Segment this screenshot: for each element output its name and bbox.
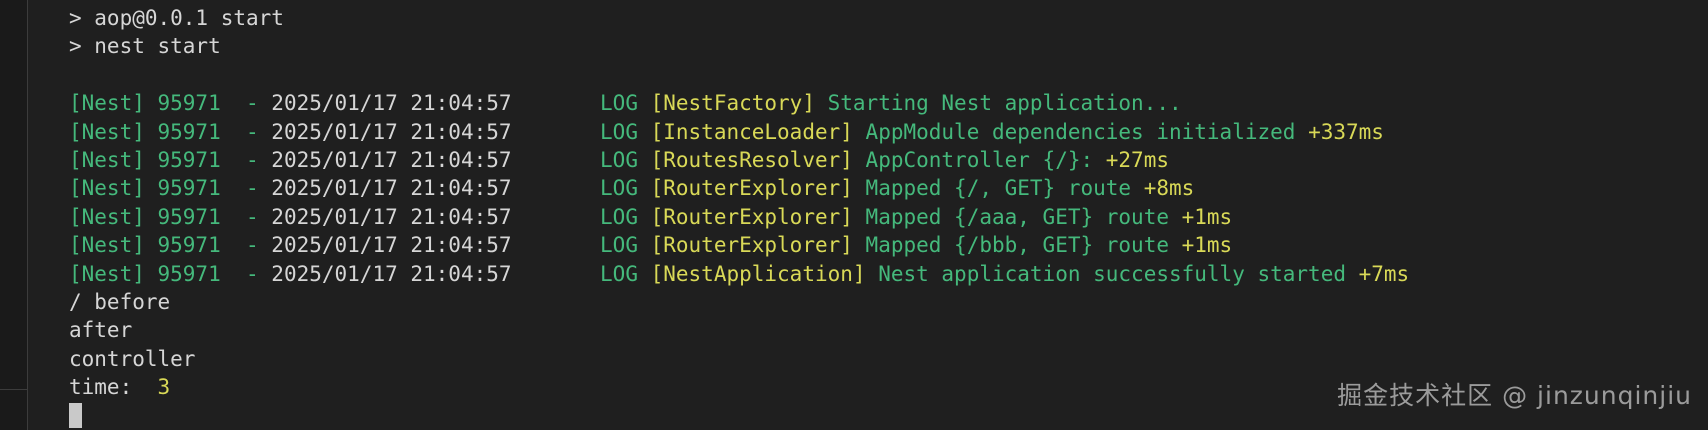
terminal-text-segment: +27ms — [1105, 147, 1169, 172]
output-line-time: time: 3 — [69, 373, 1708, 401]
terminal-text-segment — [512, 120, 601, 144]
output-line-controller: controller — [69, 345, 1708, 373]
terminal-text-segment: controller — [69, 346, 196, 371]
terminal-lines: > aop@0.0.1 start > nest start [Nest] 959… — [69, 4, 1708, 430]
cursor-line — [69, 401, 1708, 429]
terminal-text-segment: [Nest] 95971 - — [69, 119, 272, 144]
terminal-text-segment: 2025/01/17 21:04:57 — [271, 233, 512, 258]
terminal-text-segment — [512, 233, 601, 257]
output-line-after: after — [69, 316, 1708, 344]
blank-line — [69, 61, 1708, 89]
terminal-text-segment: 2025/01/17 21:04:57 — [271, 261, 512, 286]
terminal-text-segment: +337ms — [1308, 119, 1384, 144]
terminal-text-segment: [NestApplication] — [650, 261, 879, 286]
terminal-text-segment: LOG — [600, 204, 651, 229]
terminal-text-segment: [NestFactory] — [650, 91, 828, 116]
terminal-text-segment — [512, 262, 601, 286]
terminal-cursor — [69, 403, 82, 429]
terminal-text-segment: > nest start — [69, 34, 221, 59]
terminal-text-segment: +1ms — [1181, 204, 1233, 229]
terminal-text-segment: 2025/01/17 21:04:57 — [271, 147, 512, 172]
terminal-text-segment — [512, 205, 601, 229]
terminal-text-segment: / before — [69, 289, 171, 314]
terminal-text-segment: time: — [69, 375, 158, 400]
terminal-text-segment: Mapped {/, GET} route — [865, 176, 1144, 201]
terminal-output-area[interactable]: > aop@0.0.1 start > nest start [Nest] 959… — [28, 0, 1708, 430]
terminal-text-segment: [Nest] 95971 - — [69, 147, 272, 172]
terminal-text-segment: AppController {/}: — [865, 147, 1106, 172]
terminal-text-segment: LOG — [600, 233, 651, 258]
terminal-text-segment: +1ms — [1181, 233, 1233, 258]
command-echo-line-1: > aop@0.0.1 start — [69, 4, 1708, 32]
terminal-text-segment: LOG — [600, 119, 651, 144]
terminal-text-segment: LOG — [600, 147, 651, 172]
terminal-text-segment: 2025/01/17 21:04:57 — [271, 176, 512, 201]
terminal-text-segment: Starting Nest application... — [827, 91, 1182, 116]
panel-edge — [0, 0, 28, 430]
terminal-text-segment — [512, 176, 601, 200]
log-line-routerexplorer-aaa: [Nest] 95971 - 2025/01/17 21:04:57 LOG [… — [69, 203, 1708, 231]
terminal-text-segment: [InstanceLoader] — [650, 119, 866, 144]
terminal-text-segment: > aop@0.0.1 start — [69, 6, 284, 30]
terminal-text-segment: [RouterExplorer] — [650, 204, 866, 229]
terminal-text-segment: LOG — [600, 176, 651, 201]
terminal-text-segment: after — [69, 318, 133, 343]
terminal-text-segment: [Nest] 95971 - — [69, 91, 272, 116]
terminal-text-segment: +8ms — [1143, 176, 1195, 201]
command-echo-line-2: > nest start — [69, 32, 1708, 60]
log-line-routesresolver: [Nest] 95971 - 2025/01/17 21:04:57 LOG [… — [69, 146, 1708, 174]
terminal-text-segment: [Nest] 95971 - — [69, 233, 272, 258]
log-line-instanceloader: [Nest] 95971 - 2025/01/17 21:04:57 LOG [… — [69, 118, 1708, 146]
terminal-text-segment: Nest application successfully started — [878, 261, 1359, 286]
log-line-nestapplication: [Nest] 95971 - 2025/01/17 21:04:57 LOG [… — [69, 260, 1708, 288]
watermark-text: 掘金技术社区 @ jinzunqinjiu — [1337, 381, 1692, 410]
terminal-text-segment: 3 — [157, 375, 171, 400]
log-line-nestfactory: [Nest] 95971 - 2025/01/17 21:04:57 LOG [… — [69, 89, 1708, 117]
terminal-text-segment: [Nest] 95971 - — [69, 261, 272, 286]
terminal-text-segment: [RoutesResolver] — [650, 147, 866, 172]
terminal-text-segment: 2025/01/17 21:04:57 — [271, 119, 512, 144]
terminal-text-segment: [RouterExplorer] — [650, 233, 866, 258]
output-line-before: / before — [69, 288, 1708, 316]
log-line-routerexplorer-root: [Nest] 95971 - 2025/01/17 21:04:57 LOG [… — [69, 174, 1708, 202]
terminal-text-segment: [Nest] 95971 - — [69, 204, 272, 229]
terminal-text-segment: LOG — [600, 261, 651, 286]
terminal-text-segment: AppModule dependencies initialized — [865, 119, 1309, 144]
panel-horizontal-divider — [0, 389, 27, 390]
log-line-routerexplorer-bbb: [Nest] 95971 - 2025/01/17 21:04:57 LOG [… — [69, 231, 1708, 259]
terminal-text-segment: 2025/01/17 21:04:57 — [271, 204, 512, 229]
terminal-text-segment: Mapped {/aaa, GET} route — [865, 204, 1182, 229]
terminal-text-segment: [Nest] 95971 - — [69, 176, 272, 201]
terminal-text-segment: 2025/01/17 21:04:57 — [271, 91, 512, 116]
terminal-text-segment: Mapped {/bbb, GET} route — [865, 233, 1182, 258]
terminal-text-segment — [512, 148, 601, 172]
terminal-text-segment: LOG — [600, 91, 651, 116]
terminal-text-segment: +7ms — [1358, 261, 1410, 286]
terminal-text-segment: [RouterExplorer] — [650, 176, 866, 201]
terminal-text-segment — [512, 91, 601, 115]
